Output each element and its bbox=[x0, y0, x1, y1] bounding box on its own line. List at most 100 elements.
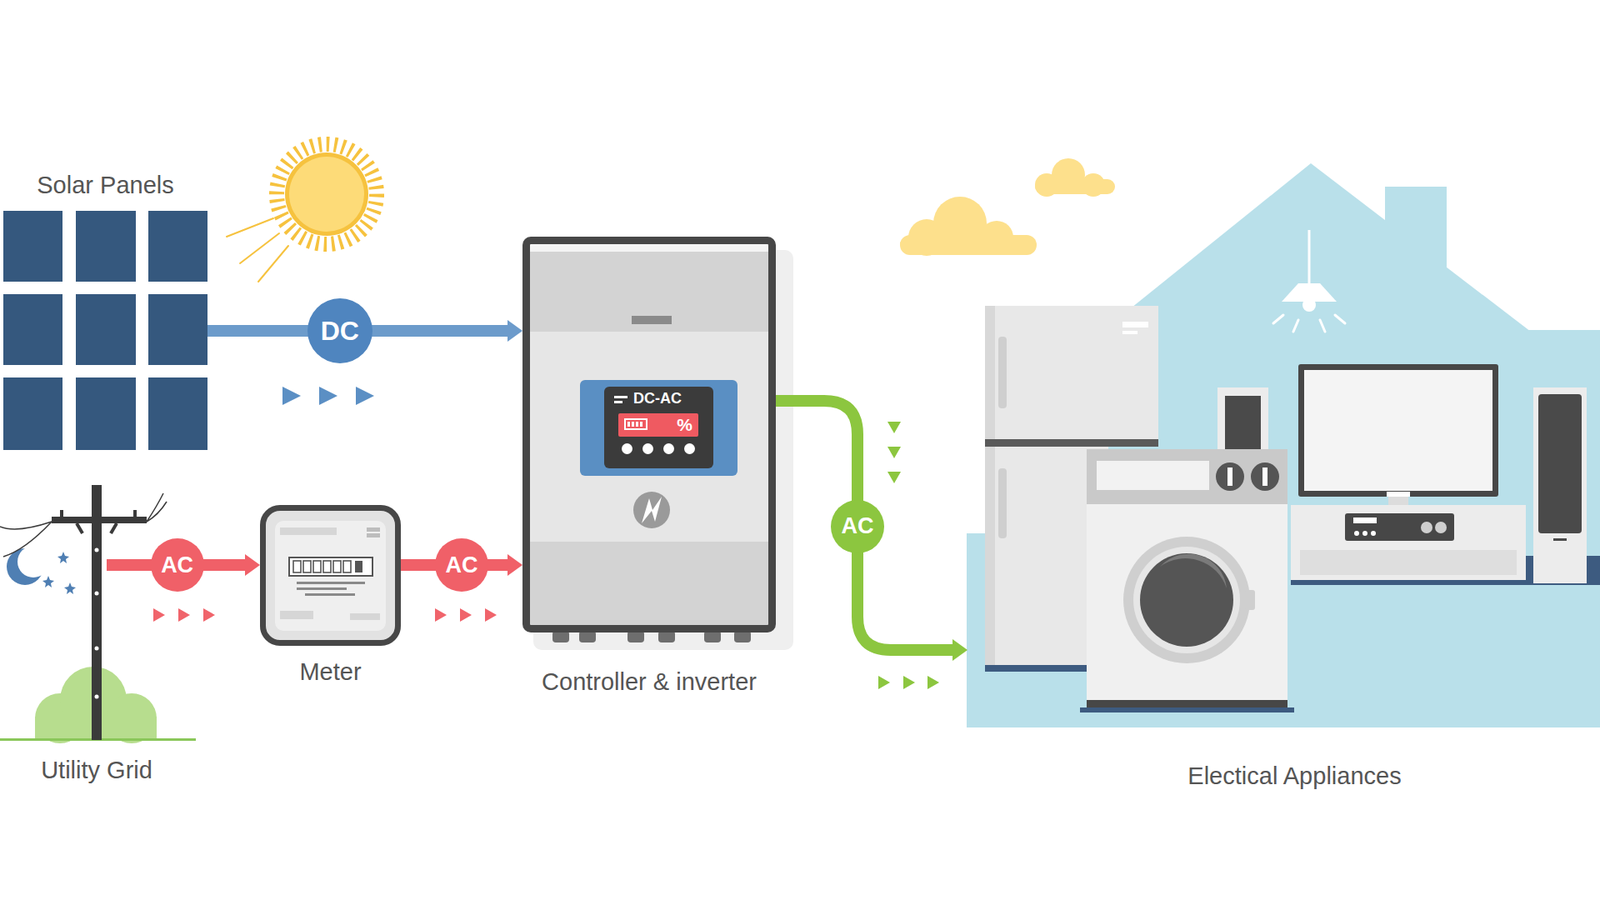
battery-cell bbox=[631, 421, 635, 427]
edge-label-circle: AC bbox=[830, 500, 885, 554]
meter-body-part bbox=[296, 587, 347, 590]
inverter-body-part-part bbox=[704, 630, 721, 643]
refrigerator-part bbox=[985, 439, 1159, 447]
flow-arrow-part-part bbox=[887, 471, 901, 484]
arrow-head bbox=[507, 554, 523, 576]
meter-body-part-part bbox=[323, 560, 331, 573]
flow-arrow-part-part bbox=[485, 608, 497, 622]
flow-arrow-part-part bbox=[282, 386, 301, 405]
solar-panel-part bbox=[75, 377, 136, 450]
meter-body-part bbox=[305, 593, 355, 596]
ceiling-lamp-part-part bbox=[1320, 320, 1325, 332]
inverter-body-part bbox=[631, 315, 672, 325]
flow-arrow-part-part bbox=[878, 675, 890, 690]
meter-body-part bbox=[289, 557, 373, 576]
flow-arrow-part-part bbox=[903, 675, 915, 690]
inverter-body-part bbox=[552, 630, 751, 643]
meter-body-part-part bbox=[313, 560, 321, 573]
status-dot bbox=[663, 443, 675, 455]
meter-body-part-part bbox=[333, 560, 341, 573]
cloud bbox=[900, 158, 1115, 256]
tv-cabinet-part bbox=[1290, 580, 1526, 585]
washing-machine-part bbox=[1086, 449, 1288, 505]
flow-arrow bbox=[153, 386, 940, 690]
utility-pole-part bbox=[133, 510, 137, 517]
meter-body-part-part bbox=[303, 560, 311, 573]
meter-body-part bbox=[275, 520, 386, 631]
node-label: Electical Appliances bbox=[1187, 762, 1401, 790]
moon-part bbox=[17, 545, 50, 578]
washing-machine-part bbox=[1250, 462, 1280, 491]
meter-body-part bbox=[350, 613, 380, 620]
meter-body-part bbox=[296, 581, 365, 585]
edge-label: AC bbox=[841, 513, 875, 540]
speaker-part bbox=[1553, 538, 1567, 541]
meter-body-part bbox=[280, 610, 314, 620]
refrigerator-part bbox=[985, 305, 1159, 440]
label-wrap: Controller & inverter bbox=[541, 668, 757, 696]
moon-part bbox=[42, 575, 55, 588]
inverter-body-part-part bbox=[658, 630, 675, 643]
utility-pole-part bbox=[95, 646, 100, 651]
solar-panel-part bbox=[75, 210, 136, 282]
house-part bbox=[1385, 186, 1447, 287]
edge-label-circle: AC bbox=[435, 538, 489, 592]
utility-pole-part bbox=[75, 522, 84, 535]
display-screen: %DC-AC bbox=[604, 386, 714, 469]
sun-part-part bbox=[226, 218, 274, 237]
cloud-part bbox=[900, 235, 1037, 255]
utility-pole-part bbox=[146, 493, 164, 522]
solar-panel-part bbox=[75, 294, 136, 365]
node-label: Controller & inverter bbox=[541, 668, 757, 696]
tv-cabinet-part bbox=[1290, 505, 1526, 580]
flow-arrow-part-part bbox=[203, 608, 215, 622]
node-label: Solar Panels bbox=[36, 171, 174, 200]
inverter-body-part-part bbox=[627, 630, 645, 643]
flow-arrow-part-part bbox=[153, 608, 165, 622]
utility-pole-part bbox=[60, 510, 64, 517]
tv-cabinet-part bbox=[1345, 513, 1455, 541]
washing-machine-part bbox=[1133, 546, 1240, 654]
arrow-head bbox=[245, 554, 260, 576]
solar-panel-part bbox=[148, 210, 208, 282]
inverter-body bbox=[522, 236, 794, 650]
status-dot bbox=[684, 443, 695, 455]
edge-label-circle: AC bbox=[150, 538, 205, 592]
tv-cabinet-part bbox=[1362, 530, 1368, 536]
inverter-body-part bbox=[529, 243, 770, 252]
refrigerator-part bbox=[1122, 321, 1149, 328]
label-wrap: Meter bbox=[299, 658, 361, 686]
arrow-head bbox=[952, 639, 968, 661]
washing-machine-part bbox=[1160, 554, 1227, 589]
utility-pole-part bbox=[95, 548, 100, 553]
sun-part bbox=[289, 156, 365, 232]
sun-part-part bbox=[240, 233, 280, 264]
battery-cell bbox=[640, 421, 643, 427]
refrigerator-part bbox=[985, 305, 995, 440]
meter-body-part bbox=[366, 527, 380, 532]
flow-arrow-part bbox=[282, 386, 375, 405]
meter-body-part bbox=[260, 505, 401, 646]
solar-panel bbox=[3, 210, 208, 450]
refrigerator-part bbox=[998, 336, 1007, 409]
node-label: Utility Grid bbox=[40, 756, 153, 785]
flow-arrow-part-part bbox=[887, 421, 901, 434]
utility-grid: Utility Grid bbox=[86, 485, 107, 740]
utility-pole-part bbox=[3, 521, 52, 557]
arrow-head bbox=[507, 320, 523, 342]
moon-part bbox=[57, 551, 70, 564]
flow-arrow-part-part bbox=[178, 608, 190, 622]
utility-pole-part bbox=[0, 521, 52, 530]
inverter-box: %DC-ACController & inverter bbox=[522, 236, 776, 633]
ceiling-lamp bbox=[1273, 230, 1345, 332]
sun-part-part bbox=[258, 245, 289, 282]
television bbox=[1298, 364, 1499, 505]
solar-panel-part bbox=[3, 377, 63, 450]
status-dot bbox=[642, 443, 654, 455]
inverter-body-part bbox=[522, 236, 776, 633]
inverter-body-part-part bbox=[579, 630, 596, 643]
washing-machine-part bbox=[1262, 467, 1268, 486]
status-dot bbox=[621, 443, 633, 455]
flow-arrow-part bbox=[153, 608, 497, 622]
